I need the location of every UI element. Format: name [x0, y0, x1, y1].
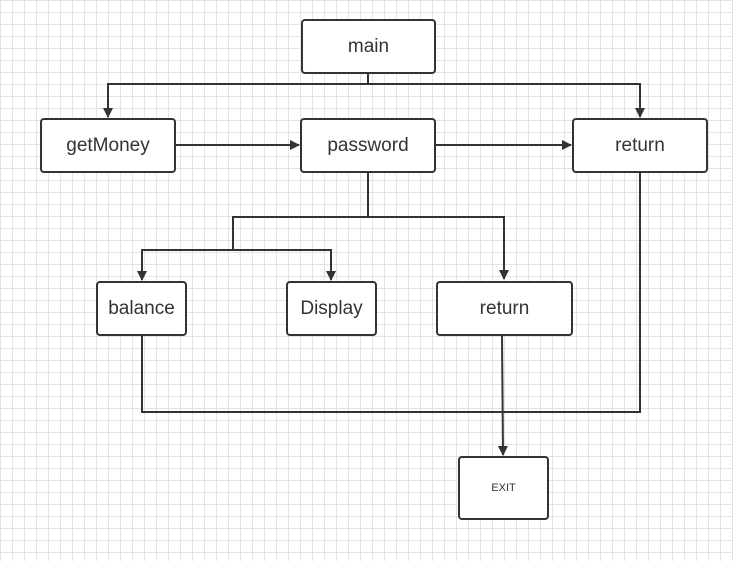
node-return-mid[interactable]: return — [436, 281, 573, 336]
node-return-top[interactable]: return — [572, 118, 708, 173]
edge-main-to-getmoney — [103, 83, 368, 118]
node-main[interactable]: main — [301, 19, 436, 74]
node-password[interactable]: password — [300, 118, 436, 173]
node-exit[interactable]: EXIT — [458, 456, 549, 520]
edge-main-to-return-top — [368, 83, 645, 118]
node-display[interactable]: Display — [286, 281, 377, 336]
node-balance[interactable]: balance — [96, 281, 187, 336]
edge-branch-to-balance — [137, 249, 233, 281]
node-getmoney[interactable]: getMoney — [40, 118, 176, 173]
edge-return-mid-to-exit — [497, 334, 508, 456]
edge-balance-return-loop — [141, 172, 641, 413]
edge-branch-to-display — [233, 249, 336, 281]
edge-password-to-return-mid — [368, 216, 509, 280]
edge-password-branch — [232, 216, 368, 250]
